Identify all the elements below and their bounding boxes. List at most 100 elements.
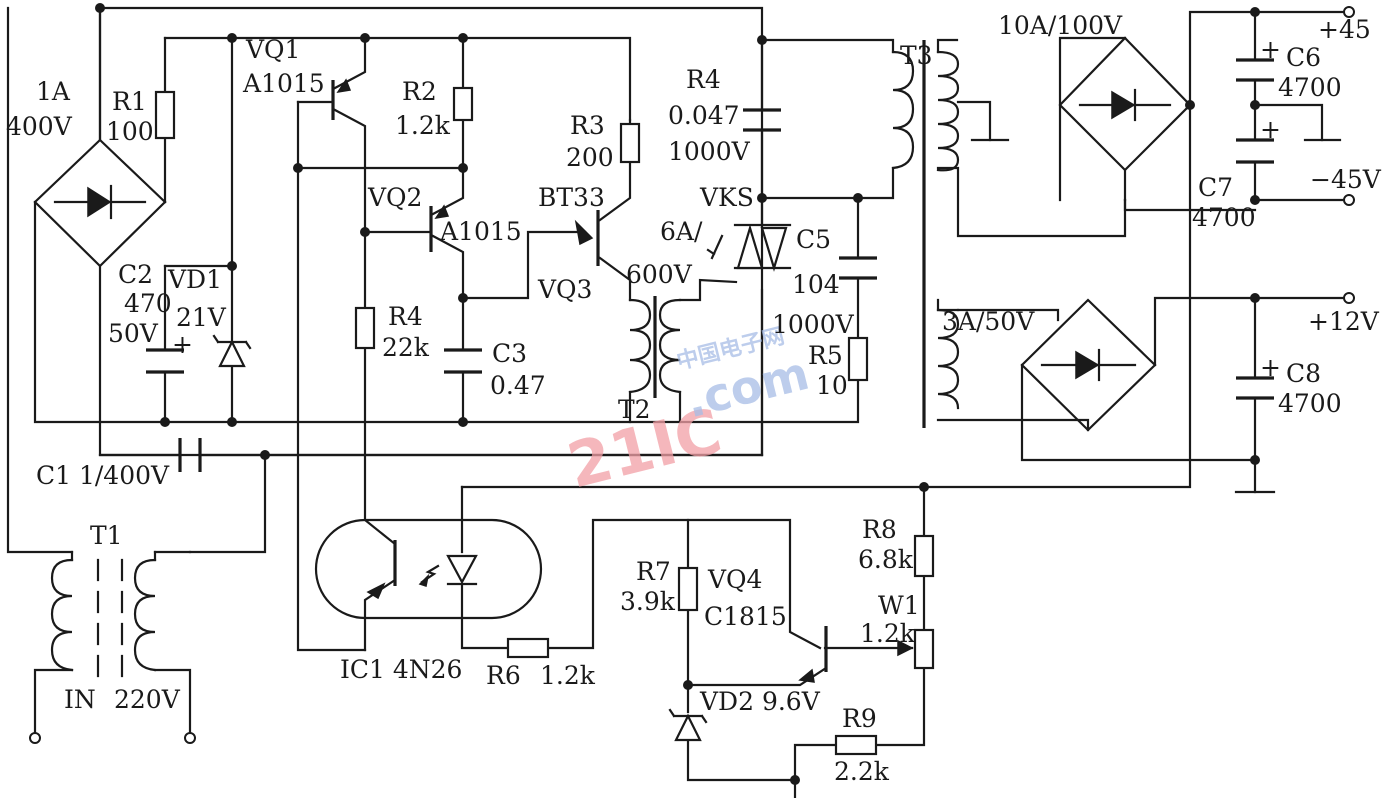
label-c2: C2 (118, 260, 153, 289)
wire-t2-gate (678, 278, 738, 302)
label-r8-value: 6.8k (858, 545, 914, 574)
label-c5: C5 (796, 225, 831, 254)
label-out-pos45: +45 (1318, 15, 1371, 44)
label-r4-cap-voltage: 1000V (668, 137, 751, 166)
label-vq1-part: A1015 (242, 69, 325, 98)
label-out-12v: +12V (1308, 307, 1380, 336)
bridge-rectifier-aux (936, 298, 1157, 432)
label-r5-value: 10 (816, 371, 848, 400)
label-bridge-aux: 3A/50V (942, 307, 1035, 336)
resistor-r1 (154, 90, 176, 140)
label-r2: R2 (402, 77, 437, 106)
wire-left-outer (6, 6, 74, 554)
resistor-r8 (913, 534, 935, 578)
terminal-in-left (29, 732, 41, 744)
resistor-r2 (452, 86, 474, 122)
label-bridge-main: 10A/100V (998, 11, 1123, 40)
triac-vks (706, 223, 792, 272)
terminal-pos45 (1343, 6, 1355, 18)
label-r4-res-value: 22k (382, 333, 430, 362)
wire-bridge2-left (1058, 36, 1127, 202)
label-t2: T2 (618, 395, 651, 424)
terminal-neg45 (1343, 194, 1355, 206)
wire-t3s1-bottom (936, 166, 1127, 238)
capacitor-c8 (1236, 376, 1274, 400)
resistor-r5 (847, 336, 869, 382)
label-input-voltage: 220V (114, 685, 181, 714)
label-c6: C6 (1286, 43, 1321, 72)
label-vks: VKS (699, 183, 754, 212)
label-c5-value: 104 (792, 270, 840, 299)
label-bridge-in-current: 1A (36, 77, 71, 106)
optocoupler-ic1 (314, 518, 543, 620)
wire-t1-secondary (188, 453, 267, 554)
label-c3-value: 0.47 (490, 371, 546, 400)
label-r5: R5 (808, 341, 843, 370)
wire-led-cathode (460, 584, 510, 650)
resistor-r9 (834, 734, 878, 756)
wire-t3s1-top (936, 38, 959, 54)
label-c2-voltage: 50V (108, 319, 159, 348)
label-r6-value: 1.2k (540, 661, 596, 690)
wire-vd2-down (686, 740, 797, 782)
zener-vd2 (668, 708, 708, 742)
wire-vq1-emitter (333, 36, 367, 90)
label-r3: R3 (570, 111, 605, 140)
label-r9: R9 (842, 704, 877, 733)
label-vq2-part: A1015 (439, 217, 522, 246)
label-r4-cap: R4 (686, 65, 721, 94)
terminal-12v (1343, 292, 1355, 304)
wire-r4-to-ic1 (363, 346, 397, 546)
label-r4-cap-value: 0.047 (668, 101, 740, 130)
label-t3: T3 (900, 41, 933, 70)
label-r9-value: 2.2k (834, 757, 890, 786)
label-vd1-voltage: 21V (176, 303, 227, 332)
bridge-rectifier-input (33, 138, 167, 268)
wire-feedback-top (460, 103, 1192, 489)
label-vd1: VD1 (167, 265, 222, 294)
label-vq1: VQ1 (245, 35, 300, 64)
potentiometer-w1 (897, 628, 935, 670)
resistor-r6 (506, 637, 550, 659)
label-r6: R6 (486, 661, 521, 690)
label-r1: R1 (112, 87, 147, 116)
bridge-rectifier-main (1058, 36, 1192, 202)
wire-in-left (33, 668, 74, 737)
transistor-vq2 (429, 204, 450, 252)
label-r7: R7 (636, 557, 671, 586)
label-w1: W1 (878, 591, 920, 620)
wire-out-45 (1188, 10, 1347, 107)
label-c8-plus: + (1260, 353, 1281, 382)
label-ic1: IC1 4N26 (340, 655, 462, 684)
capacitor-c5 (839, 256, 877, 280)
label-c8-value: 4700 (1278, 389, 1342, 418)
watermark: 21IC .com 中国电子网 (560, 324, 814, 502)
wire-vq1-collector (333, 108, 367, 170)
capacitor-c2 (146, 348, 184, 374)
label-vq4-part: C1815 (704, 602, 787, 631)
label-c3: C3 (492, 339, 527, 368)
wire-ic1-emitter (363, 578, 397, 652)
label-bridge-in-voltage: 400V (6, 112, 73, 141)
label-r7-value: 3.9k (620, 587, 676, 616)
label-r8: R8 (862, 515, 897, 544)
label-c7: C7 (1198, 173, 1233, 202)
capacitor-c7 (1236, 138, 1274, 164)
capacitor-c3 (444, 348, 482, 374)
label-vq4: VQ4 (707, 565, 762, 594)
wire-ground-rail (33, 200, 860, 424)
label-t1: T1 (90, 521, 123, 550)
wire-base-to-ic1 (296, 100, 367, 652)
wire-vq3-emitter (461, 230, 587, 300)
transformer-t3 (891, 40, 960, 428)
wire-r9-left (793, 743, 838, 798)
label-bt33: BT33 (538, 183, 605, 212)
wire-r3-down (598, 160, 632, 222)
transistor-vq4 (798, 626, 828, 683)
label-input-in: IN (64, 685, 96, 714)
wire-r1-top (163, 36, 632, 122)
label-c6-value: 4700 (1278, 73, 1342, 102)
capacitor-r4-snubber (743, 108, 781, 132)
transformer-t1 (50, 558, 157, 678)
transistor-vq1 (331, 78, 352, 120)
